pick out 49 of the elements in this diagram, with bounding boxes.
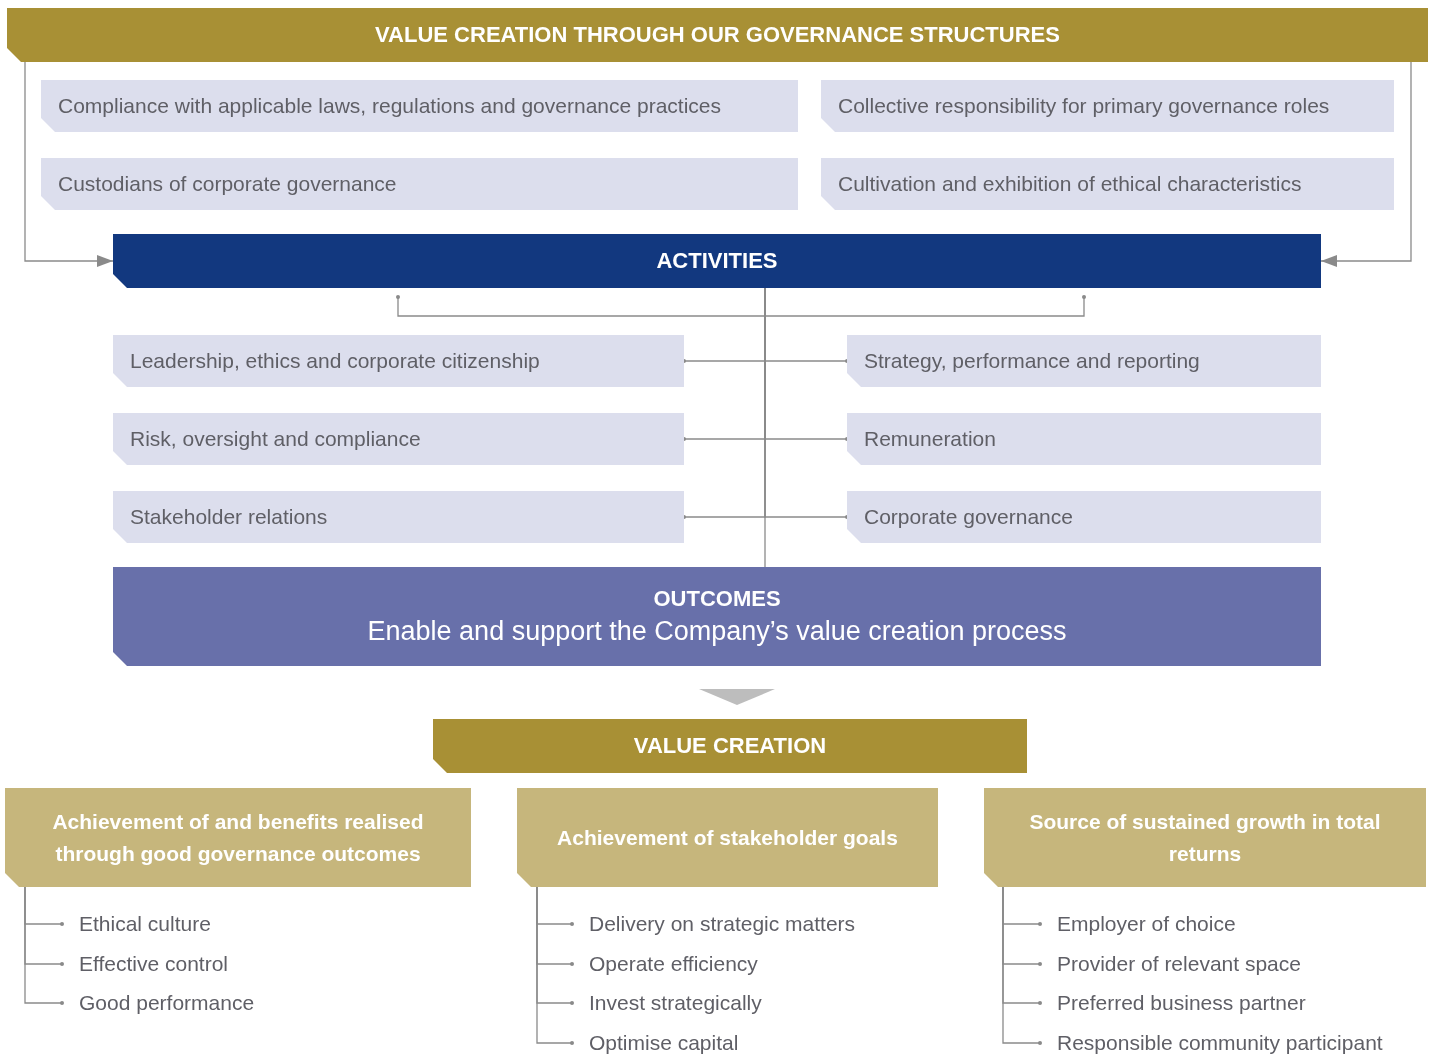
list-item: Optimise capital <box>572 1026 952 1055</box>
header-banner <box>7 8 1428 62</box>
box-label: Collective responsibility for primary governance roles <box>838 94 1331 118</box>
list-item: Employer of choice <box>1040 907 1420 941</box>
list-item: Good performance <box>62 986 442 1020</box>
box-label: Risk, oversight and compliance <box>130 427 422 451</box>
list-item: Provider of relevant space <box>1040 947 1420 981</box>
list-item: Delivery on strategic matters <box>572 907 952 941</box>
list-item: Invest strategically <box>572 986 952 1020</box>
list-item: Ethical culture <box>62 907 442 941</box>
list-item: Responsible community participant <box>1040 1026 1420 1055</box>
box-label: Cultivation and exhibition of ethical characteristics <box>838 172 1303 196</box>
box-label: Remuneration <box>864 427 997 451</box>
box-label: Compliance with applicable laws, regulations and governance practices <box>58 94 723 118</box>
box-label: Achievement of and benefits realised through good governance outcomes <box>51 809 425 867</box>
list-item: Operate efficiency <box>572 947 952 981</box>
text-box <box>113 413 684 465</box>
section-banner <box>433 719 1027 773</box>
text-box <box>847 491 1321 543</box>
banner-subtitle: Enable and support the Company’s value creation process <box>367 616 1067 647</box>
goal-box <box>984 788 1426 887</box>
box-label: Leadership, ethics and corporate citizenship <box>130 349 541 373</box>
text-box <box>821 80 1394 132</box>
goal-box <box>517 788 938 887</box>
connector-line <box>764 287 766 568</box>
section-banner <box>113 234 1321 288</box>
text-box <box>41 80 798 132</box>
box-label: ACTIVITIES <box>656 248 778 274</box>
list-item: Preferred business partner <box>1040 986 1420 1020</box>
box-label: Strategy, performance and reporting <box>864 349 1201 373</box>
outcome-banner <box>113 567 1321 666</box>
arrow <box>1320 61 1412 267</box>
text-box <box>41 158 798 210</box>
text-box <box>113 491 684 543</box>
box-label: Corporate governance <box>864 505 1074 529</box>
text-box <box>821 158 1394 210</box>
box-label: VALUE CREATION <box>633 733 827 759</box>
box-label: Custodians of corporate governance <box>58 172 398 196</box>
box-label: VALUE CREATION THROUGH OUR GOVERNANCE STRUCTURES <box>375 22 1060 48</box>
arrow <box>24 61 114 267</box>
text-box <box>113 335 684 387</box>
text-box <box>847 335 1321 387</box>
text-box <box>847 413 1321 465</box>
list-item: Effective control <box>62 947 442 981</box>
box-label: Source of sustained growth in total returns <box>1028 809 1382 867</box>
goal-box <box>5 788 471 887</box>
box-label: Achievement of stakeholder goals <box>557 824 898 851</box>
box-label: Stakeholder relations <box>130 505 329 529</box>
banner-heading: OUTCOMES <box>653 586 781 612</box>
